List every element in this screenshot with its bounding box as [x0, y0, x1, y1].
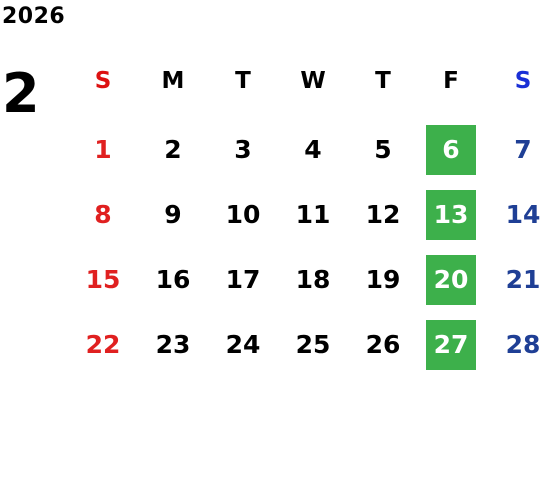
date-cell[interactable]: 26 [365, 330, 401, 359]
date-cell[interactable]: 5 [374, 135, 392, 164]
date-cell[interactable]: 6 [426, 125, 476, 175]
date-cell[interactable]: 13 [426, 190, 476, 240]
date-cell[interactable]: 2 [164, 135, 182, 164]
weekday-header-saturday: S [514, 68, 532, 94]
date-cell[interactable]: 23 [155, 330, 191, 359]
date-cell[interactable]: 24 [225, 330, 261, 359]
date-cell[interactable]: 16 [155, 265, 191, 294]
date-cell[interactable]: 12 [365, 200, 401, 229]
date-cell[interactable]: 28 [505, 330, 541, 359]
date-cell[interactable]: 21 [505, 265, 541, 294]
date-cell[interactable]: 4 [304, 135, 322, 164]
month-number: 2 [2, 62, 40, 125]
weekday-header-thursday: T [375, 68, 391, 94]
date-cell[interactable]: 25 [295, 330, 331, 359]
date-cell[interactable]: 9 [164, 200, 182, 229]
weekday-header-sunday: S [94, 68, 112, 94]
date-cell[interactable]: 14 [505, 200, 541, 229]
date-cell[interactable]: 10 [225, 200, 261, 229]
year-label: 2026 [2, 4, 66, 29]
date-cell[interactable]: 3 [234, 135, 252, 164]
weekday-header-monday: M [161, 68, 185, 94]
date-cell[interactable]: 19 [365, 265, 401, 294]
date-cell[interactable]: 1 [94, 135, 112, 164]
date-cell[interactable]: 27 [426, 320, 476, 370]
date-cell[interactable]: 20 [426, 255, 476, 305]
date-cell[interactable]: 11 [295, 200, 331, 229]
weekday-header-friday: F [443, 68, 459, 94]
date-cell[interactable]: 8 [94, 200, 112, 229]
date-cell[interactable]: 17 [225, 265, 261, 294]
date-cell[interactable]: 22 [85, 330, 121, 359]
weekday-header-wednesday: W [300, 68, 326, 94]
date-cell[interactable]: 18 [295, 265, 331, 294]
date-cell[interactable]: 15 [85, 265, 121, 294]
date-cell[interactable]: 7 [514, 135, 532, 164]
weekday-header-tuesday: T [235, 68, 251, 94]
